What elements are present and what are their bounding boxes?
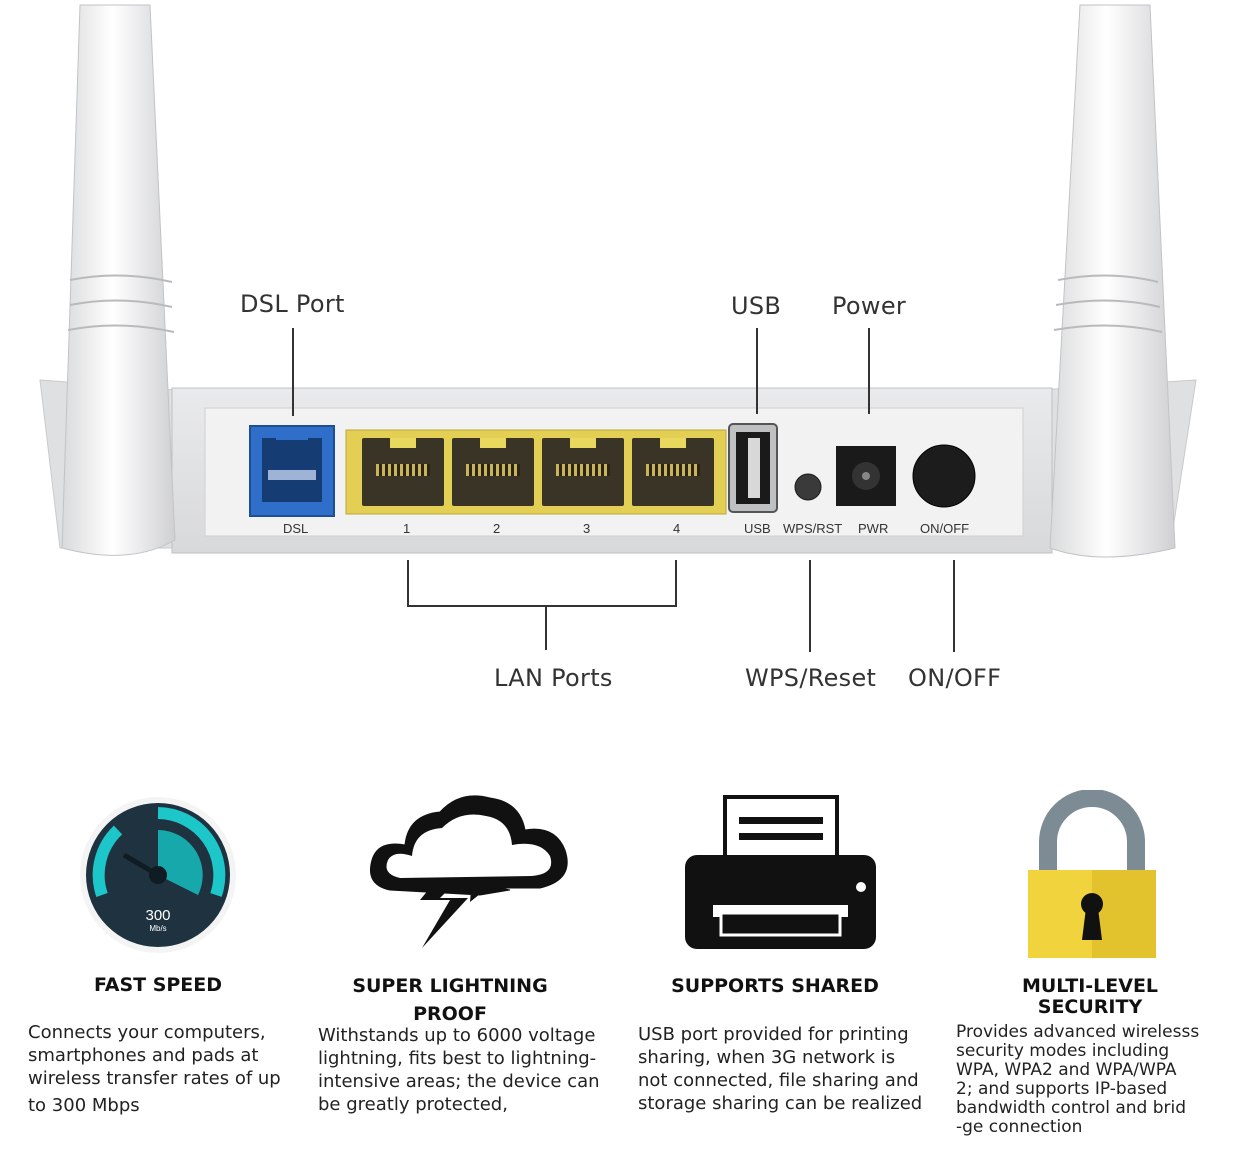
lan-port-4 — [632, 438, 714, 506]
label-lan-2: 2 — [493, 521, 501, 536]
feature-title-security-line-2: SECURITY — [1037, 996, 1143, 1018]
feature-title-shared: SUPPORTS SHARED — [671, 975, 879, 997]
printer-icon — [683, 795, 878, 955]
desc-line: USB port provided for printing — [638, 1024, 909, 1045]
dsl-port — [249, 425, 335, 517]
desc-line: WPA, WPA2 and WPA/WPA — [956, 1060, 1177, 1080]
usb-callout-line — [756, 328, 758, 414]
desc-line: Connects your computers, — [28, 1022, 266, 1043]
desc-line: intensive areas; the device can — [318, 1071, 600, 1092]
speed-unit: Mb/s — [149, 924, 166, 933]
speedometer-icon: 300 Mb/s — [78, 795, 244, 955]
label-pwr: PWR — [858, 521, 889, 536]
onoff-callout-line — [953, 560, 955, 652]
router-illustration: DSL 1 2 3 4 USB WPS/RST PWR ON/OFF DSL P… — [39, 4, 1197, 692]
desc-line: -ge connection — [956, 1117, 1083, 1137]
desc-line: be greatly protected, — [318, 1094, 508, 1115]
lan-bracket-right — [675, 560, 677, 607]
feature-desc-security: Provides advanced wirelesss security mod… — [956, 1023, 1234, 1137]
desc-line: bandwidth control and brid — [956, 1098, 1187, 1118]
lan-port-2 — [452, 438, 534, 506]
desc-line: Provides advanced wirelesss — [956, 1022, 1200, 1042]
lan-port-3 — [542, 438, 624, 506]
label-wps-rst: WPS/RST — [783, 521, 843, 536]
callout-usb: USB — [731, 292, 782, 320]
speed-value: 300 — [145, 907, 170, 924]
desc-line: storage sharing can be realized — [638, 1093, 923, 1114]
right-antenna — [1049, 4, 1176, 558]
desc-line: 2; and supports IP-based — [956, 1079, 1168, 1099]
callout-on-off: ON/OFF — [908, 664, 1002, 692]
power-callout-line — [868, 328, 870, 414]
label-dsl: DSL — [283, 521, 309, 536]
label-on-off: ON/OFF — [920, 521, 970, 536]
lan-bracket-base — [407, 605, 677, 607]
callout-dsl-port: DSL Port — [240, 290, 345, 318]
desc-line: lightning, fits best to lightning- — [318, 1048, 597, 1069]
lan-callout-line — [545, 605, 547, 650]
label-lan-3: 3 — [583, 521, 591, 536]
desc-line: sharing, when 3G network is — [638, 1047, 896, 1068]
feature-title-fast-speed: FAST SPEED — [93, 974, 223, 996]
feature-title-security: MULTI-LEVEL SECURITY — [970, 976, 1210, 1018]
desc-line: smartphones and pads at — [28, 1045, 259, 1066]
callout-power: Power — [832, 292, 907, 320]
wps-callout-line — [809, 560, 811, 652]
desc-line: Withstands up to 6000 voltage — [318, 1025, 596, 1046]
label-lan-1: 1 — [403, 521, 411, 536]
left-antenna — [61, 4, 176, 556]
desc-line: to 300 Mbps — [28, 1095, 140, 1116]
feature-desc-shared: USB port provided for printing sharing, … — [638, 1023, 948, 1115]
label-lan-4: 4 — [673, 521, 681, 536]
feature-title-lightning-line-2: PROOF — [413, 1003, 487, 1025]
desc-line: not connected, file sharing and — [638, 1070, 919, 1091]
router-drawing — [39, 4, 1197, 558]
callout-lan-ports: LAN Ports — [494, 664, 613, 692]
feature-title-lightning-line-1: SUPER LIGHTNING — [352, 975, 548, 997]
feature-desc-lightning: Withstands up to 6000 voltage lightning,… — [318, 1024, 633, 1116]
padlock-icon — [1026, 789, 1158, 960]
desc-line: security modes including — [956, 1041, 1170, 1061]
dsl-callout-line — [292, 328, 294, 416]
lightning-cloud-icon — [360, 790, 580, 955]
callout-wps-reset: WPS/Reset — [745, 664, 877, 692]
label-usb: USB — [744, 521, 771, 536]
usb-port — [728, 423, 778, 513]
lan-port-1 — [362, 438, 444, 506]
lan-bracket-left — [407, 560, 409, 607]
desc-line: wireless transfer rates of up — [28, 1068, 281, 1089]
feature-desc-fast-speed: Connects your computers, smartphones and… — [28, 1021, 313, 1117]
feature-title-security-line-1: MULTI-LEVEL — [1021, 975, 1159, 997]
feature-title-lightning: SUPER LIGHTNING PROOF — [330, 975, 570, 1025]
